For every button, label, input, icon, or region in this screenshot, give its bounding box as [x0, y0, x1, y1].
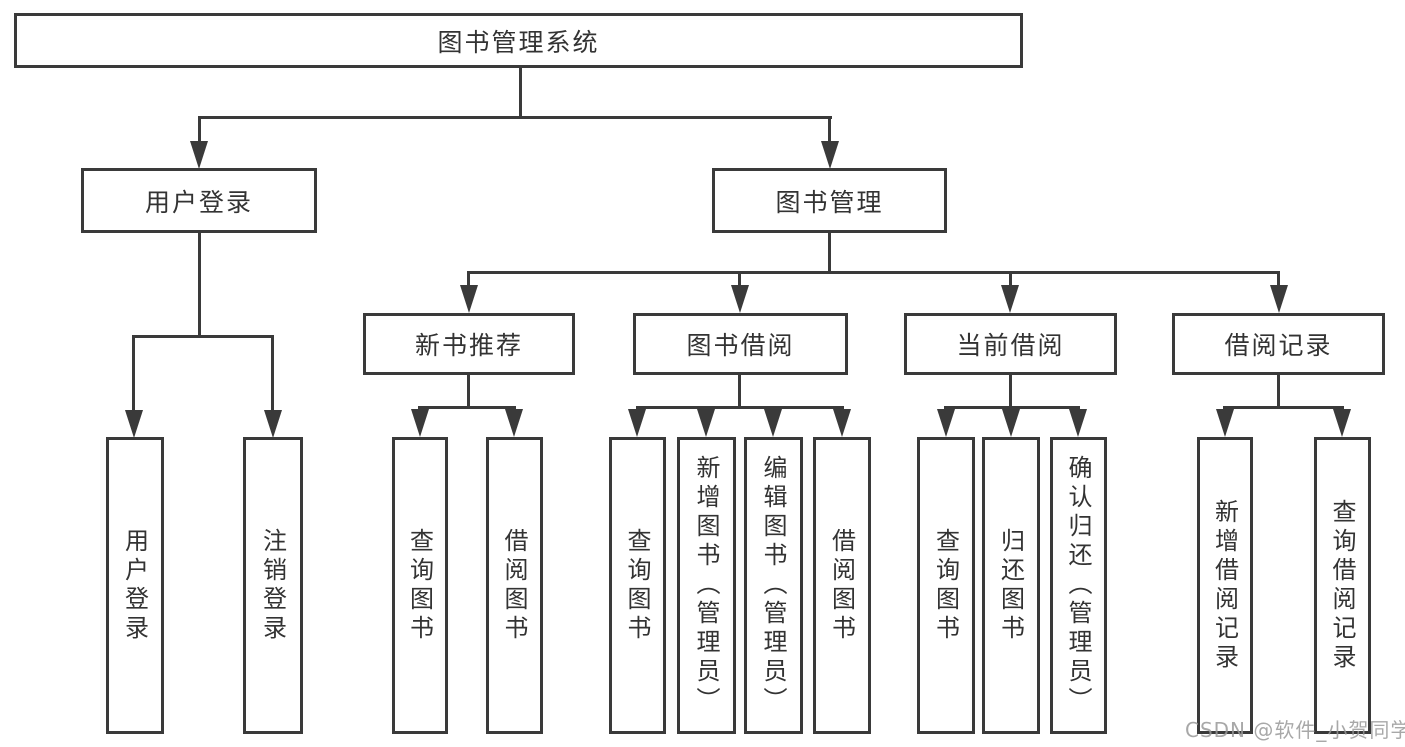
connector-line [828, 233, 831, 274]
connector-line [467, 271, 1280, 274]
node-nbr-query-books: 查询图书 [392, 437, 448, 734]
node-label: 图书借阅 [686, 331, 795, 360]
node-label: 确认归还（管理员） [1064, 455, 1092, 716]
node-label: 新增图书（管理员） [692, 455, 720, 716]
connector-line [944, 406, 1080, 409]
node-label: 用户登录 [144, 187, 253, 217]
connector-line [1223, 406, 1344, 409]
node-bb-add-books-admin: 新增图书（管理员） [677, 437, 736, 734]
connector-line [198, 233, 201, 338]
connector-line [271, 335, 274, 412]
arrow-down-icon [1216, 409, 1234, 437]
connector-line [467, 271, 470, 288]
node-cb-return-books: 归还图书 [982, 437, 1040, 734]
node-label: 图书管理系统 [437, 27, 600, 57]
node-login-user: 用户登录 [106, 437, 164, 734]
arrow-down-icon [628, 409, 646, 437]
node-label: 新增借阅记录 [1210, 498, 1239, 673]
connector-line [1277, 375, 1280, 409]
node-book-borrowing: 图书借阅 [633, 313, 848, 375]
node-book-management: 图书管理 [712, 168, 947, 233]
connector-line [132, 335, 274, 338]
node-logout: 注销登录 [243, 437, 303, 734]
node-label: 当前借阅 [956, 331, 1065, 360]
node-cb-query-books: 查询图书 [917, 437, 975, 734]
arrow-down-icon [764, 409, 782, 437]
node-label: 查询图书 [623, 527, 651, 644]
arrow-down-icon [821, 141, 839, 169]
connector-line [467, 375, 470, 409]
connector-line [828, 116, 831, 144]
node-label: 查询借阅记录 [1328, 498, 1356, 673]
connector-line [738, 375, 741, 409]
arrow-down-icon [1069, 409, 1087, 437]
arrow-down-icon [505, 409, 523, 437]
node-bb-query-books: 查询图书 [609, 437, 666, 734]
node-label: 借阅图书 [500, 527, 528, 644]
connector-line [1009, 375, 1012, 409]
connector-line [198, 116, 201, 144]
node-cb-confirm-return-admin: 确认归还（管理员） [1050, 437, 1107, 734]
connector-line [636, 406, 844, 409]
node-br-query-record: 查询借阅记录 [1314, 437, 1371, 734]
node-user-login: 用户登录 [81, 168, 317, 233]
arrow-down-icon [125, 410, 143, 438]
connector-line [198, 116, 832, 119]
node-label: 归还图书 [996, 527, 1025, 644]
connector-line [132, 335, 135, 412]
arrow-down-icon [1333, 409, 1351, 437]
node-bb-edit-books-admin: 编辑图书（管理员） [744, 437, 803, 734]
node-br-add-record: 新增借阅记录 [1197, 437, 1253, 734]
connector-line [1009, 271, 1012, 288]
node-label: 新书推荐 [414, 331, 523, 360]
node-library-management-system: 图书管理系统 [14, 13, 1023, 68]
connector-line [418, 406, 516, 409]
arrow-down-icon [264, 410, 282, 438]
node-label: 图书管理 [775, 187, 884, 217]
arrow-down-icon [1270, 285, 1288, 313]
connector-line [738, 271, 741, 288]
arrow-down-icon [411, 409, 429, 437]
arrow-down-icon [190, 141, 208, 169]
node-bb-borrow-books: 借阅图书 [813, 437, 871, 734]
connector-line [519, 68, 522, 119]
node-label: 借阅记录 [1224, 331, 1333, 360]
node-current-borrowing: 当前借阅 [904, 313, 1117, 375]
arrow-down-icon [833, 409, 851, 437]
node-label: 借阅图书 [827, 527, 856, 644]
node-label: 用户登录 [120, 527, 149, 644]
arrow-down-icon [1002, 409, 1020, 437]
node-nbr-borrow-books: 借阅图书 [486, 437, 543, 734]
arrow-down-icon [937, 409, 955, 437]
arrow-down-icon [697, 409, 715, 437]
node-new-book-recommend: 新书推荐 [363, 313, 575, 375]
node-label: 编辑图书（管理员） [759, 455, 787, 716]
arrow-down-icon [460, 285, 478, 313]
node-borrowing-records: 借阅记录 [1172, 313, 1385, 375]
node-label: 注销登录 [258, 527, 287, 644]
node-label: 查询图书 [405, 527, 434, 644]
arrow-down-icon [731, 285, 749, 313]
connector-line [1277, 271, 1280, 288]
arrow-down-icon [1001, 285, 1019, 313]
csdn-watermark: CSDN @软件_小贺同学 [1185, 718, 1405, 742]
node-label: 查询图书 [931, 527, 960, 644]
